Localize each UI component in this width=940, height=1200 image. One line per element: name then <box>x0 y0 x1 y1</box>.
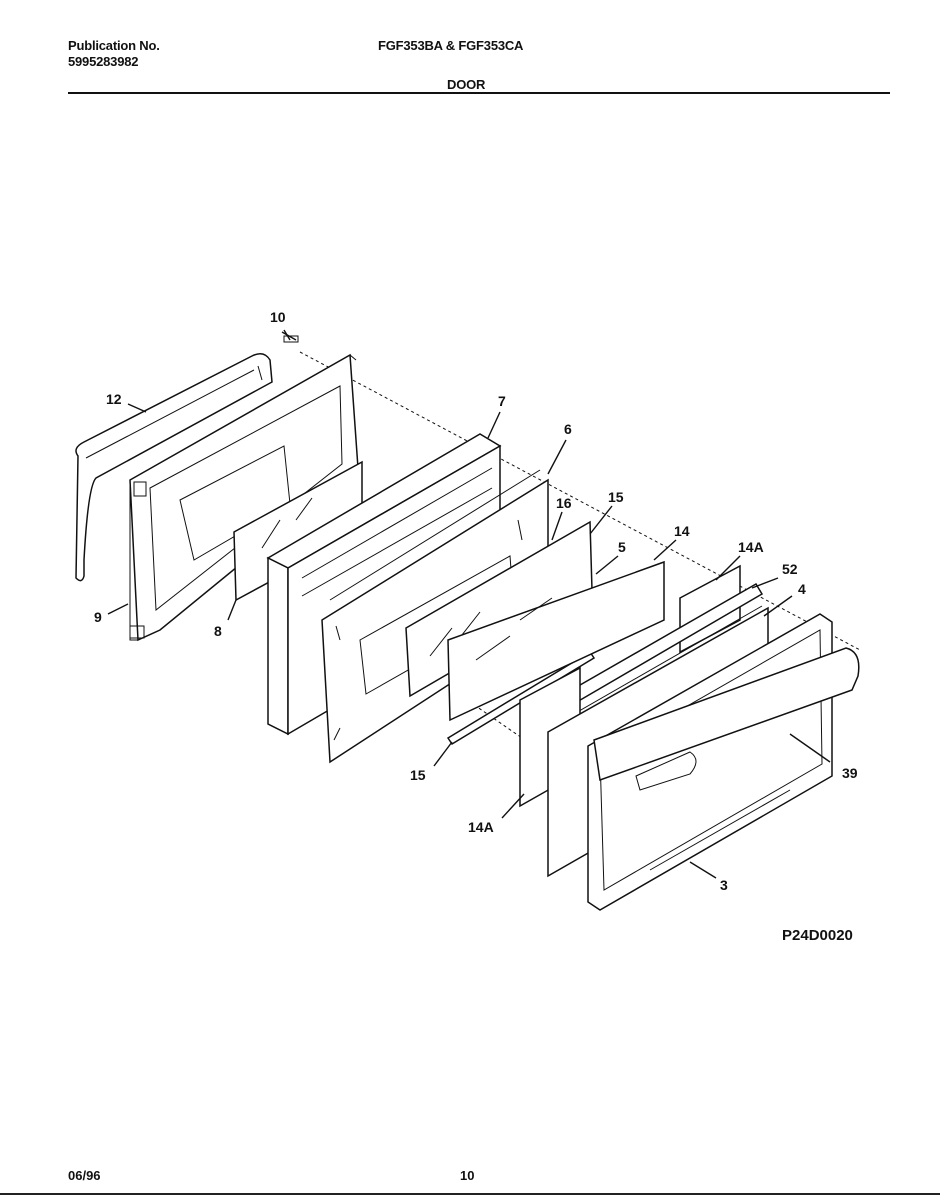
leader-lines <box>107 329 831 879</box>
diagram-code: P24D0020 <box>782 927 853 944</box>
header-rule <box>68 92 890 94</box>
door-panel-part <box>447 560 665 722</box>
callout-15-lower: 15 <box>410 767 426 783</box>
publication-number: 5995283982 <box>68 54 139 69</box>
model-numbers: FGF353BA & FGF353CA <box>378 38 524 53</box>
callout-4: 4 <box>798 581 806 597</box>
callout-5: 5 <box>618 539 626 555</box>
callout-8: 8 <box>214 623 222 639</box>
callout-52: 52 <box>782 561 798 577</box>
callout-14a-lower: 14A <box>468 819 494 835</box>
alignment-line-top <box>299 351 861 651</box>
callout-15-upper: 15 <box>608 489 624 505</box>
callout-6: 6 <box>564 421 572 437</box>
callout-7: 7 <box>498 393 506 409</box>
door-gasket-part <box>75 353 273 582</box>
callout-12: 12 <box>106 391 122 407</box>
footer-date: 06/96 <box>68 1168 101 1183</box>
footer-page-number: 10 <box>460 1168 475 1183</box>
callout-3: 3 <box>720 877 728 893</box>
footer-rule <box>0 1193 940 1195</box>
callout-10: 10 <box>270 309 286 325</box>
callout-39: 39 <box>842 765 858 781</box>
callout-14: 14 <box>674 523 690 539</box>
callout-16: 16 <box>556 495 572 511</box>
callout-9: 9 <box>94 609 102 625</box>
section-title: DOOR <box>447 77 486 92</box>
callout-14a-upper: 14A <box>738 539 764 555</box>
publication-label: Publication No. <box>68 38 160 53</box>
door-frame-part <box>587 613 860 911</box>
